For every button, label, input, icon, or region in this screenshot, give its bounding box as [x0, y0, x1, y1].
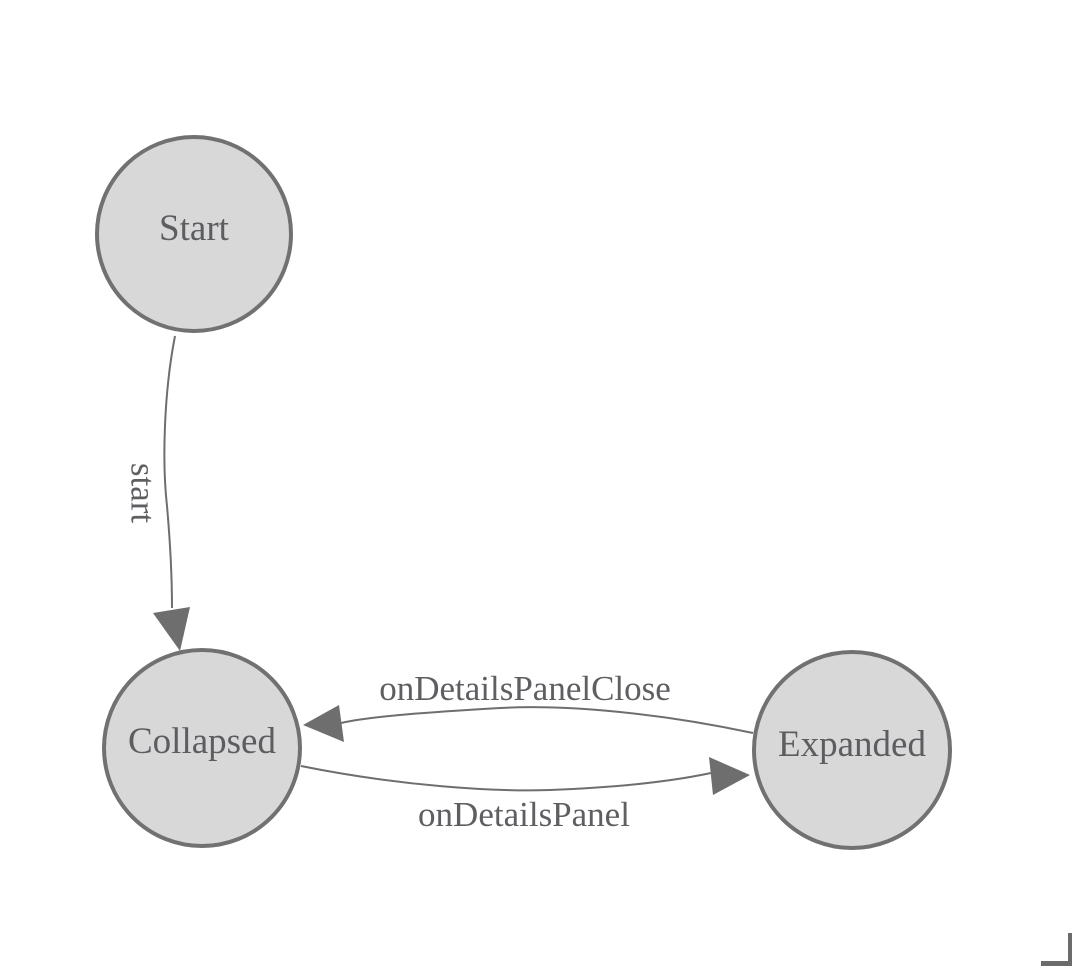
- corner-mark-horizontal-bar: [1041, 961, 1072, 966]
- edge-label-ondetailspanel: onDetailsPanel: [418, 795, 630, 834]
- state-circle-collapsed: [102, 648, 302, 848]
- state-node-collapsed: Collapsed: [102, 648, 302, 848]
- edge-expanded-to-collapsed: onDetailsPanelClose: [303, 669, 754, 742]
- state-circle-expanded: [752, 650, 952, 850]
- canvas-corner-mark: [1041, 933, 1072, 966]
- edge-line-ondetailspanel: [300, 765, 712, 792]
- state-label-expanded: Expanded: [778, 724, 926, 765]
- edge-label-start: start: [124, 463, 163, 524]
- arrowhead-icon: [303, 705, 344, 742]
- corner-mark-vertical-bar: [1068, 933, 1072, 966]
- edge-label-ondetailspanelclose: onDetailsPanelClose: [379, 669, 671, 708]
- state-circle-start: [95, 135, 293, 333]
- arrowhead-icon: [709, 757, 750, 795]
- arrowhead-icon: [153, 607, 190, 651]
- state-node-start: Start: [95, 135, 293, 333]
- edge-line-ondetailspanelclose: [340, 706, 754, 734]
- edge-start-to-collapsed: start: [124, 335, 190, 651]
- edge-collapsed-to-expanded: onDetailsPanel: [300, 757, 750, 834]
- state-label-collapsed: Collapsed: [128, 721, 276, 762]
- edge-line-start: [163, 335, 176, 609]
- state-node-expanded: Expanded: [752, 650, 952, 850]
- state-label-start: Start: [159, 208, 230, 249]
